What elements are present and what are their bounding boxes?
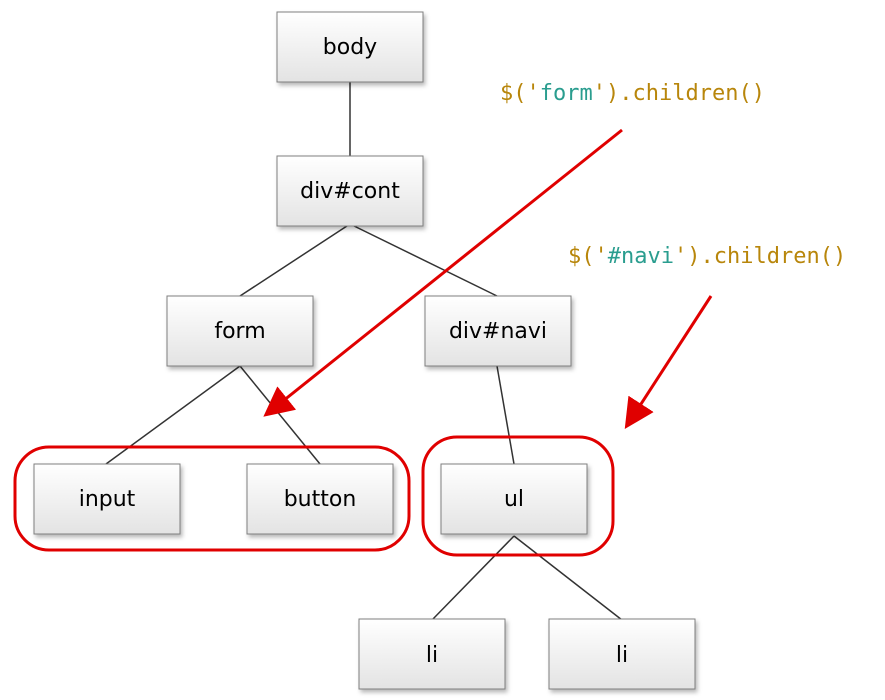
node-input-label: input [79, 487, 136, 512]
annotation-navi-open: (' [581, 244, 608, 269]
annotation-form-children: $('form').children() [500, 81, 765, 106]
node-li-2-label: li [616, 643, 628, 668]
annotation-form-method: children [632, 81, 738, 106]
edge-divcont-divnavi [349, 223, 498, 297]
node-div-cont: div#cont [276, 155, 424, 227]
node-body: body [276, 11, 424, 83]
node-ul: ul [440, 463, 588, 535]
node-input: input [33, 463, 181, 535]
node-ul-label: ul [504, 487, 524, 512]
annotation-form-close: '). [593, 81, 633, 106]
node-form: form [166, 295, 314, 367]
annotation-form-selector: form [540, 81, 593, 106]
annotation-form-open: (' [513, 81, 540, 106]
node-li-1: li [358, 618, 506, 690]
node-div-navi-label: div#navi [449, 319, 547, 344]
highlight-form-children [13, 445, 411, 552]
edge-divcont-form [239, 223, 351, 297]
node-div-navi: div#navi [424, 295, 572, 367]
annotation-navi-parens: () [820, 244, 847, 269]
node-li-1-label: li [426, 643, 438, 668]
node-form-label: form [214, 319, 265, 344]
annotation-form-dollar: $ [500, 81, 513, 106]
annotation-navi-children: $('#navi').children() [568, 244, 846, 269]
annotation-navi-close: '). [674, 244, 714, 269]
edge-ul-li2 [513, 535, 623, 621]
edge-form-input [105, 365, 241, 465]
node-li-2: li [548, 618, 696, 690]
annotation-navi-method: children [714, 244, 820, 269]
arrow-form-children [263, 128, 623, 417]
annotation-form-parens: () [738, 81, 765, 106]
annotation-navi-selector: #navi [608, 244, 674, 269]
arrow-navi-children [624, 295, 713, 430]
node-button: button [246, 463, 394, 535]
annotation-navi-dollar: $ [568, 244, 581, 269]
highlight-navi-children [421, 435, 615, 557]
edge-divnavi-ul [496, 365, 515, 465]
node-button-label: button [284, 487, 357, 512]
edge-ul-li1 [431, 535, 515, 621]
node-body-label: body [323, 35, 377, 60]
node-div-cont-label: div#cont [300, 179, 400, 204]
